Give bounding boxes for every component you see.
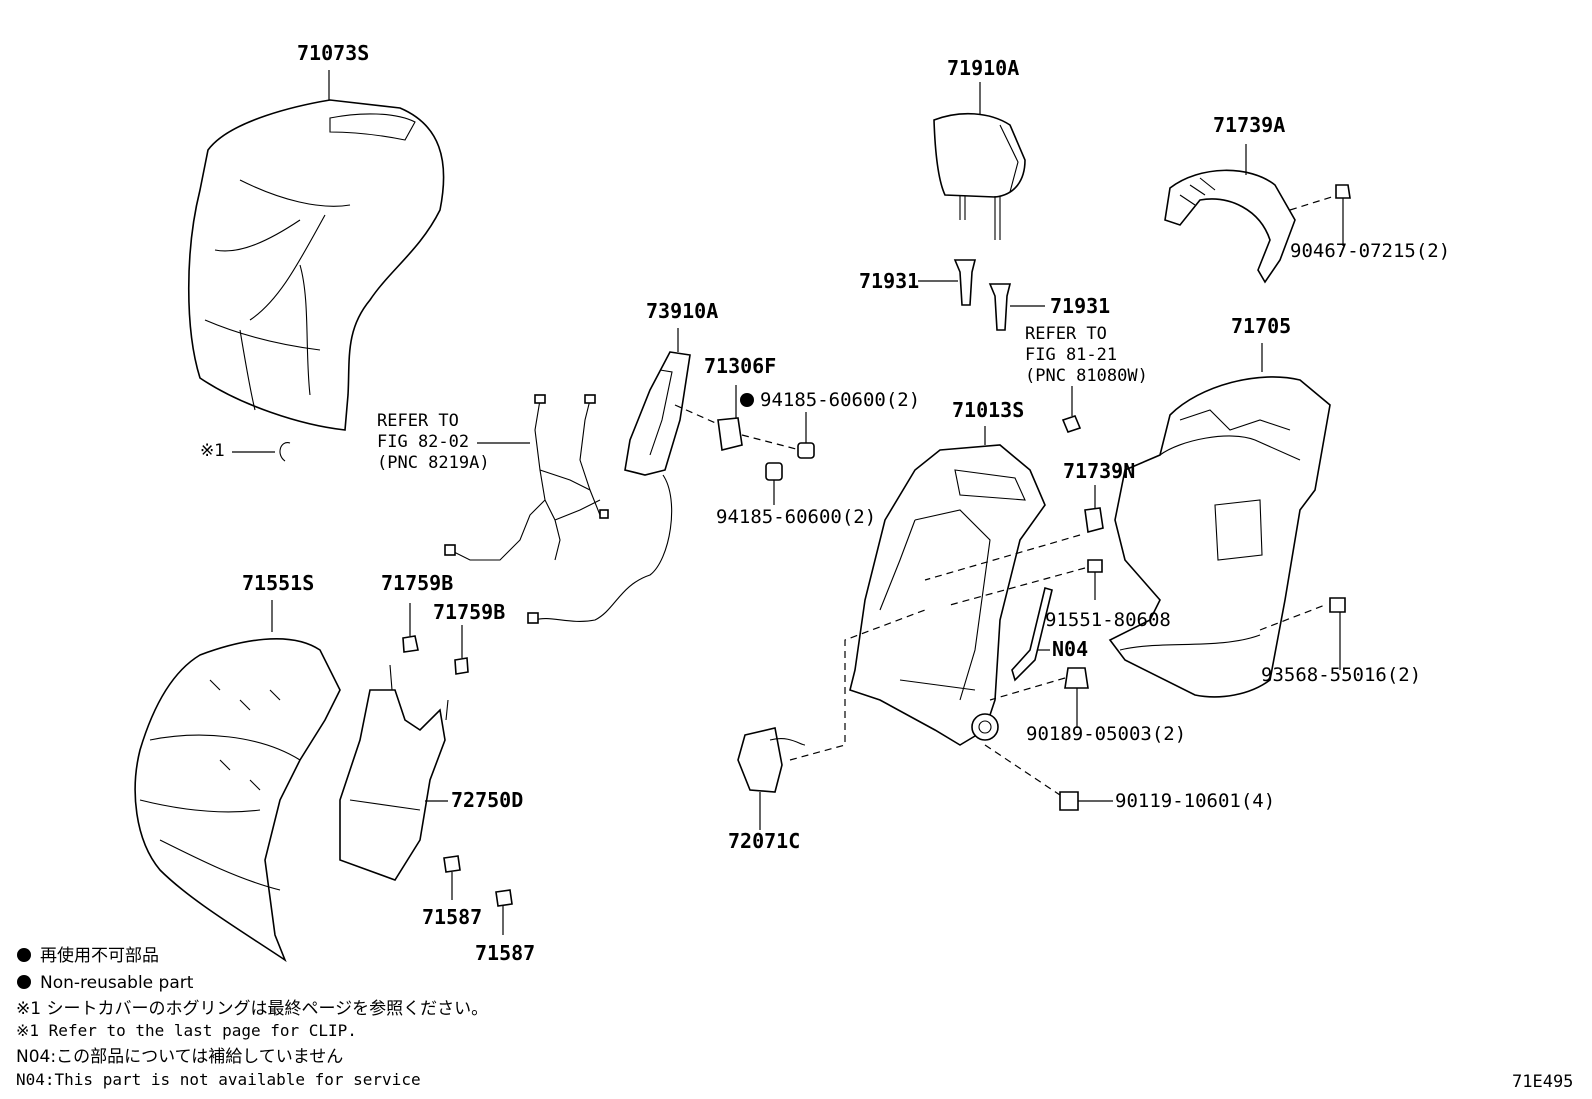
note-clip-en: ※1 Refer to the last page for CLIP.: [16, 1021, 357, 1040]
label-71013S: 71013S: [952, 398, 1024, 422]
bracket-71306F-drawing: [717, 417, 743, 451]
headrest-guide-left-drawing: [953, 259, 977, 306]
upper-trim-drawing: [1164, 169, 1296, 284]
label-94185-lower: 94185-60600(2): [716, 506, 876, 528]
label-90119: 90119-10601(4): [1115, 790, 1275, 812]
headrest-support-drawing: [1061, 415, 1082, 433]
label-71910A: 71910A: [947, 56, 1019, 80]
refer-harness-line3: (PNC 8219A): [377, 453, 490, 473]
refer-headrest-line2: FIG 81-21: [1025, 345, 1117, 365]
back-board-drawing: [1108, 376, 1331, 698]
headrest-guide-right-drawing: [988, 283, 1012, 331]
wire-harness-drawing: [444, 394, 609, 561]
label-90189: 90189-05003(2): [1026, 723, 1186, 745]
refer-harness-line1: REFER TO: [377, 411, 459, 431]
label-72750D: 72750D: [451, 788, 523, 812]
refer-headrest-line1: REFER TO: [1025, 324, 1107, 344]
panel-72750D-drawing: [339, 664, 449, 881]
label-71759B-right: 71759B: [433, 600, 505, 624]
non-reusable-dot-icon: [740, 393, 754, 407]
nut-90189-drawing: [1064, 667, 1089, 689]
hog-ring-clip-icon: [279, 442, 291, 462]
strip-N04-drawing: [1011, 587, 1053, 682]
note-non-reusable-jp: 再使用不可部品: [40, 945, 159, 966]
clip-71759B-left-drawing: [402, 635, 419, 653]
label-clip-note: ※1: [200, 441, 225, 461]
label-72071C: 72071C: [728, 829, 800, 853]
legend-dot-icon-en: [17, 975, 31, 989]
label-94185-upper: 94185-60600(2): [760, 389, 920, 411]
label-71739N: 71739N: [1063, 459, 1135, 483]
label-73910A: 73910A: [646, 299, 718, 323]
label-71551S: 71551S: [242, 571, 314, 595]
label-71759B-left: 71759B: [381, 571, 453, 595]
clip-71739N-drawing: [1084, 507, 1104, 534]
note-non-reusable-en: Non-reusable part: [40, 973, 194, 993]
headrest-drawing: [933, 112, 1026, 240]
nut-94185-lower-drawing: [765, 462, 783, 481]
seatback-cover-drawing: [187, 99, 445, 431]
note-n04-en: N04:This part is not available for servi…: [16, 1070, 421, 1089]
refer-headrest-line3: (PNC 81080W): [1025, 366, 1148, 386]
clip-71587-right-drawing: [495, 889, 513, 907]
label-71073S: 71073S: [297, 41, 369, 65]
diagram-id: 71E495: [1512, 1072, 1573, 1092]
clip-71587-left-drawing: [443, 855, 461, 873]
refer-harness-line2: FIG 82-02: [377, 432, 469, 452]
clip-90467-drawing: [1335, 184, 1351, 199]
motor-72071C-drawing: [737, 727, 806, 793]
label-N04: N04: [1052, 637, 1088, 661]
note-n04-jp: N04:この部品については補給していません: [16, 1047, 343, 1067]
bolt-90119-drawing: [1059, 791, 1079, 811]
clip-71759B-right-drawing: [454, 657, 469, 675]
lower-back-cover-drawing: [134, 638, 341, 963]
label-71705: 71705: [1231, 314, 1291, 338]
label-71739A: 71739A: [1213, 113, 1285, 137]
switch-panel-drawing: [527, 351, 691, 624]
label-71587-right: 71587: [475, 941, 535, 965]
note-clip-jp: ※1 シートカバーのホグリングは最終ページを参照ください。: [16, 999, 488, 1019]
seatback-frame-drawing: [849, 444, 1046, 746]
label-93568: 93568-55016(2): [1261, 664, 1421, 686]
bolt-91551-drawing: [1087, 559, 1103, 573]
label-91551: 91551-80608: [1045, 609, 1171, 631]
nut-94185-upper-drawing: [797, 442, 815, 459]
screw-93568-drawing: [1329, 597, 1346, 613]
label-71306F: 71306F: [704, 354, 776, 378]
legend-dot-icon-jp: [17, 948, 31, 962]
label-71931-right: 71931: [1050, 294, 1110, 318]
label-71931-left: 71931: [859, 269, 919, 293]
label-71587-left: 71587: [422, 905, 482, 929]
label-90467: 90467-07215(2): [1290, 240, 1450, 262]
